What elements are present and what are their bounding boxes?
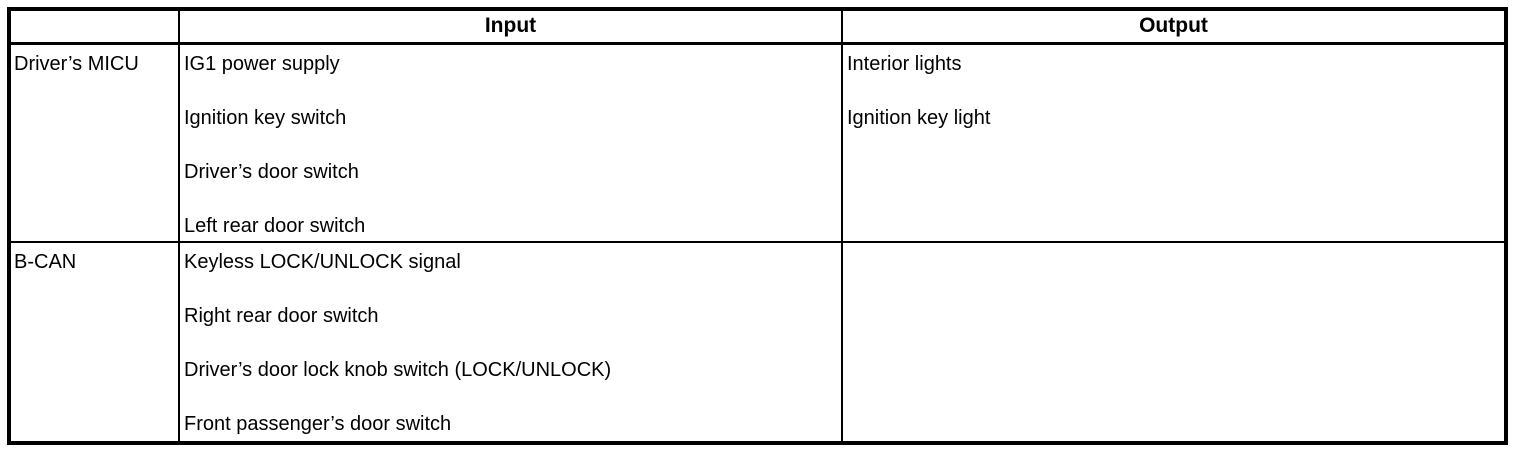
input-item: Left rear door switch (184, 215, 366, 237)
column-header-output: Output (843, 11, 1504, 45)
row-b-can-outputs (843, 243, 1504, 441)
header-corner-cell (11, 11, 180, 45)
source-label: B-CAN (14, 251, 77, 273)
column-header-input: Input (180, 11, 843, 45)
output-item: Interior lights (847, 53, 962, 75)
row-b-can-inputs: Keyless LOCK/UNLOCK signal Right rear do… (180, 243, 843, 441)
input-output-table: Input Output Driver’s MICU IG1 power sup… (7, 7, 1508, 445)
row-drivers-micu-inputs: IG1 power supply Ignition key switch Dri… (180, 45, 843, 243)
input-item: Front passenger’s door switch (184, 413, 452, 435)
input-item: Keyless LOCK/UNLOCK signal (184, 251, 461, 273)
input-item: Driver’s door lock knob switch (LOCK/UNL… (184, 359, 612, 381)
row-source-drivers-micu: Driver’s MICU (11, 45, 180, 243)
output-item: Ignition key light (847, 107, 991, 129)
input-item: Ignition key switch (184, 107, 347, 129)
source-label: Driver’s MICU (14, 53, 139, 75)
input-item: Right rear door switch (184, 305, 379, 327)
row-drivers-micu-outputs: Interior lights Ignition key light (843, 45, 1504, 243)
input-item: IG1 power supply (184, 53, 340, 75)
row-source-b-can: B-CAN (11, 243, 180, 441)
input-item: Driver’s door switch (184, 161, 359, 183)
